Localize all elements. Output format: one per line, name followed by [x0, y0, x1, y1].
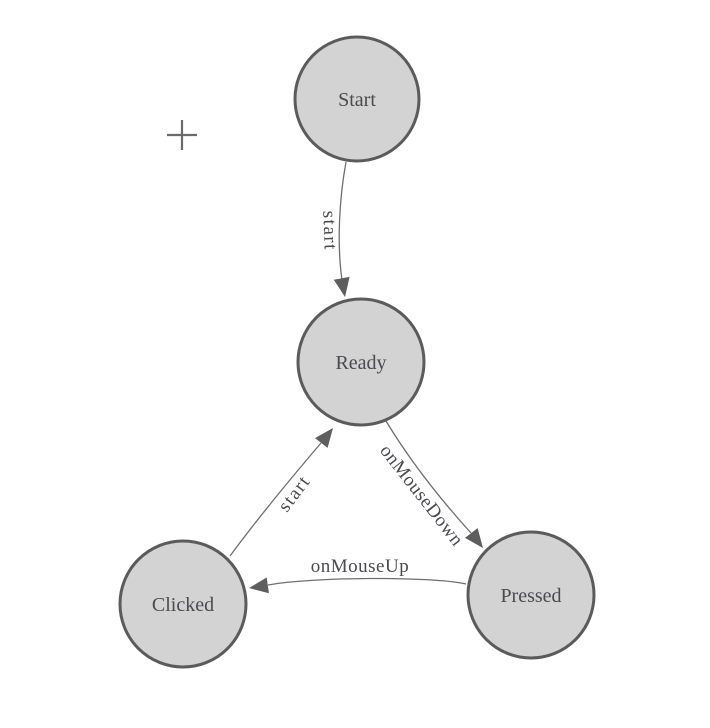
transition-edge-ready-pressed[interactable]: onMouseDown — [375, 420, 483, 551]
edge-label-start: start — [274, 471, 315, 516]
edge-path[interactable] — [338, 161, 347, 281]
edge-path[interactable] — [267, 577, 467, 586]
state-node-clicked[interactable]: Clicked — [118, 539, 248, 669]
arrowhead-icon — [465, 528, 483, 548]
arrowhead-icon — [315, 428, 333, 448]
arrowhead-icon — [249, 577, 269, 594]
node-label: Ready — [335, 352, 386, 374]
state-node-ready[interactable]: Ready — [296, 297, 426, 427]
state-node-pressed[interactable]: Pressed — [466, 530, 596, 660]
node-circle[interactable] — [296, 297, 426, 427]
node-label: Clicked — [152, 594, 214, 616]
state-node-start[interactable]: Start — [293, 35, 421, 163]
transition-edge-clicked-ready[interactable]: start — [229, 428, 333, 557]
node-circle[interactable] — [466, 530, 596, 660]
edge-label-start: start — [318, 210, 340, 251]
transition-edge-pressed-clicked[interactable]: onMouseUp — [249, 556, 467, 594]
node-label: Pressed — [500, 585, 561, 607]
edge-label-onmouseup: onMouseUp — [311, 556, 409, 577]
edge-path[interactable] — [229, 442, 322, 557]
node-label: Start — [338, 89, 376, 111]
node-circle[interactable] — [118, 539, 248, 669]
crosshair-cursor-icon — [167, 120, 197, 150]
node-circle[interactable] — [293, 35, 421, 163]
edge-path[interactable] — [385, 420, 472, 534]
transition-edge-start-ready[interactable]: start — [318, 161, 350, 297]
arrowhead-icon — [333, 276, 350, 297]
edge-label-onmousedown: onMouseDown — [375, 441, 467, 551]
